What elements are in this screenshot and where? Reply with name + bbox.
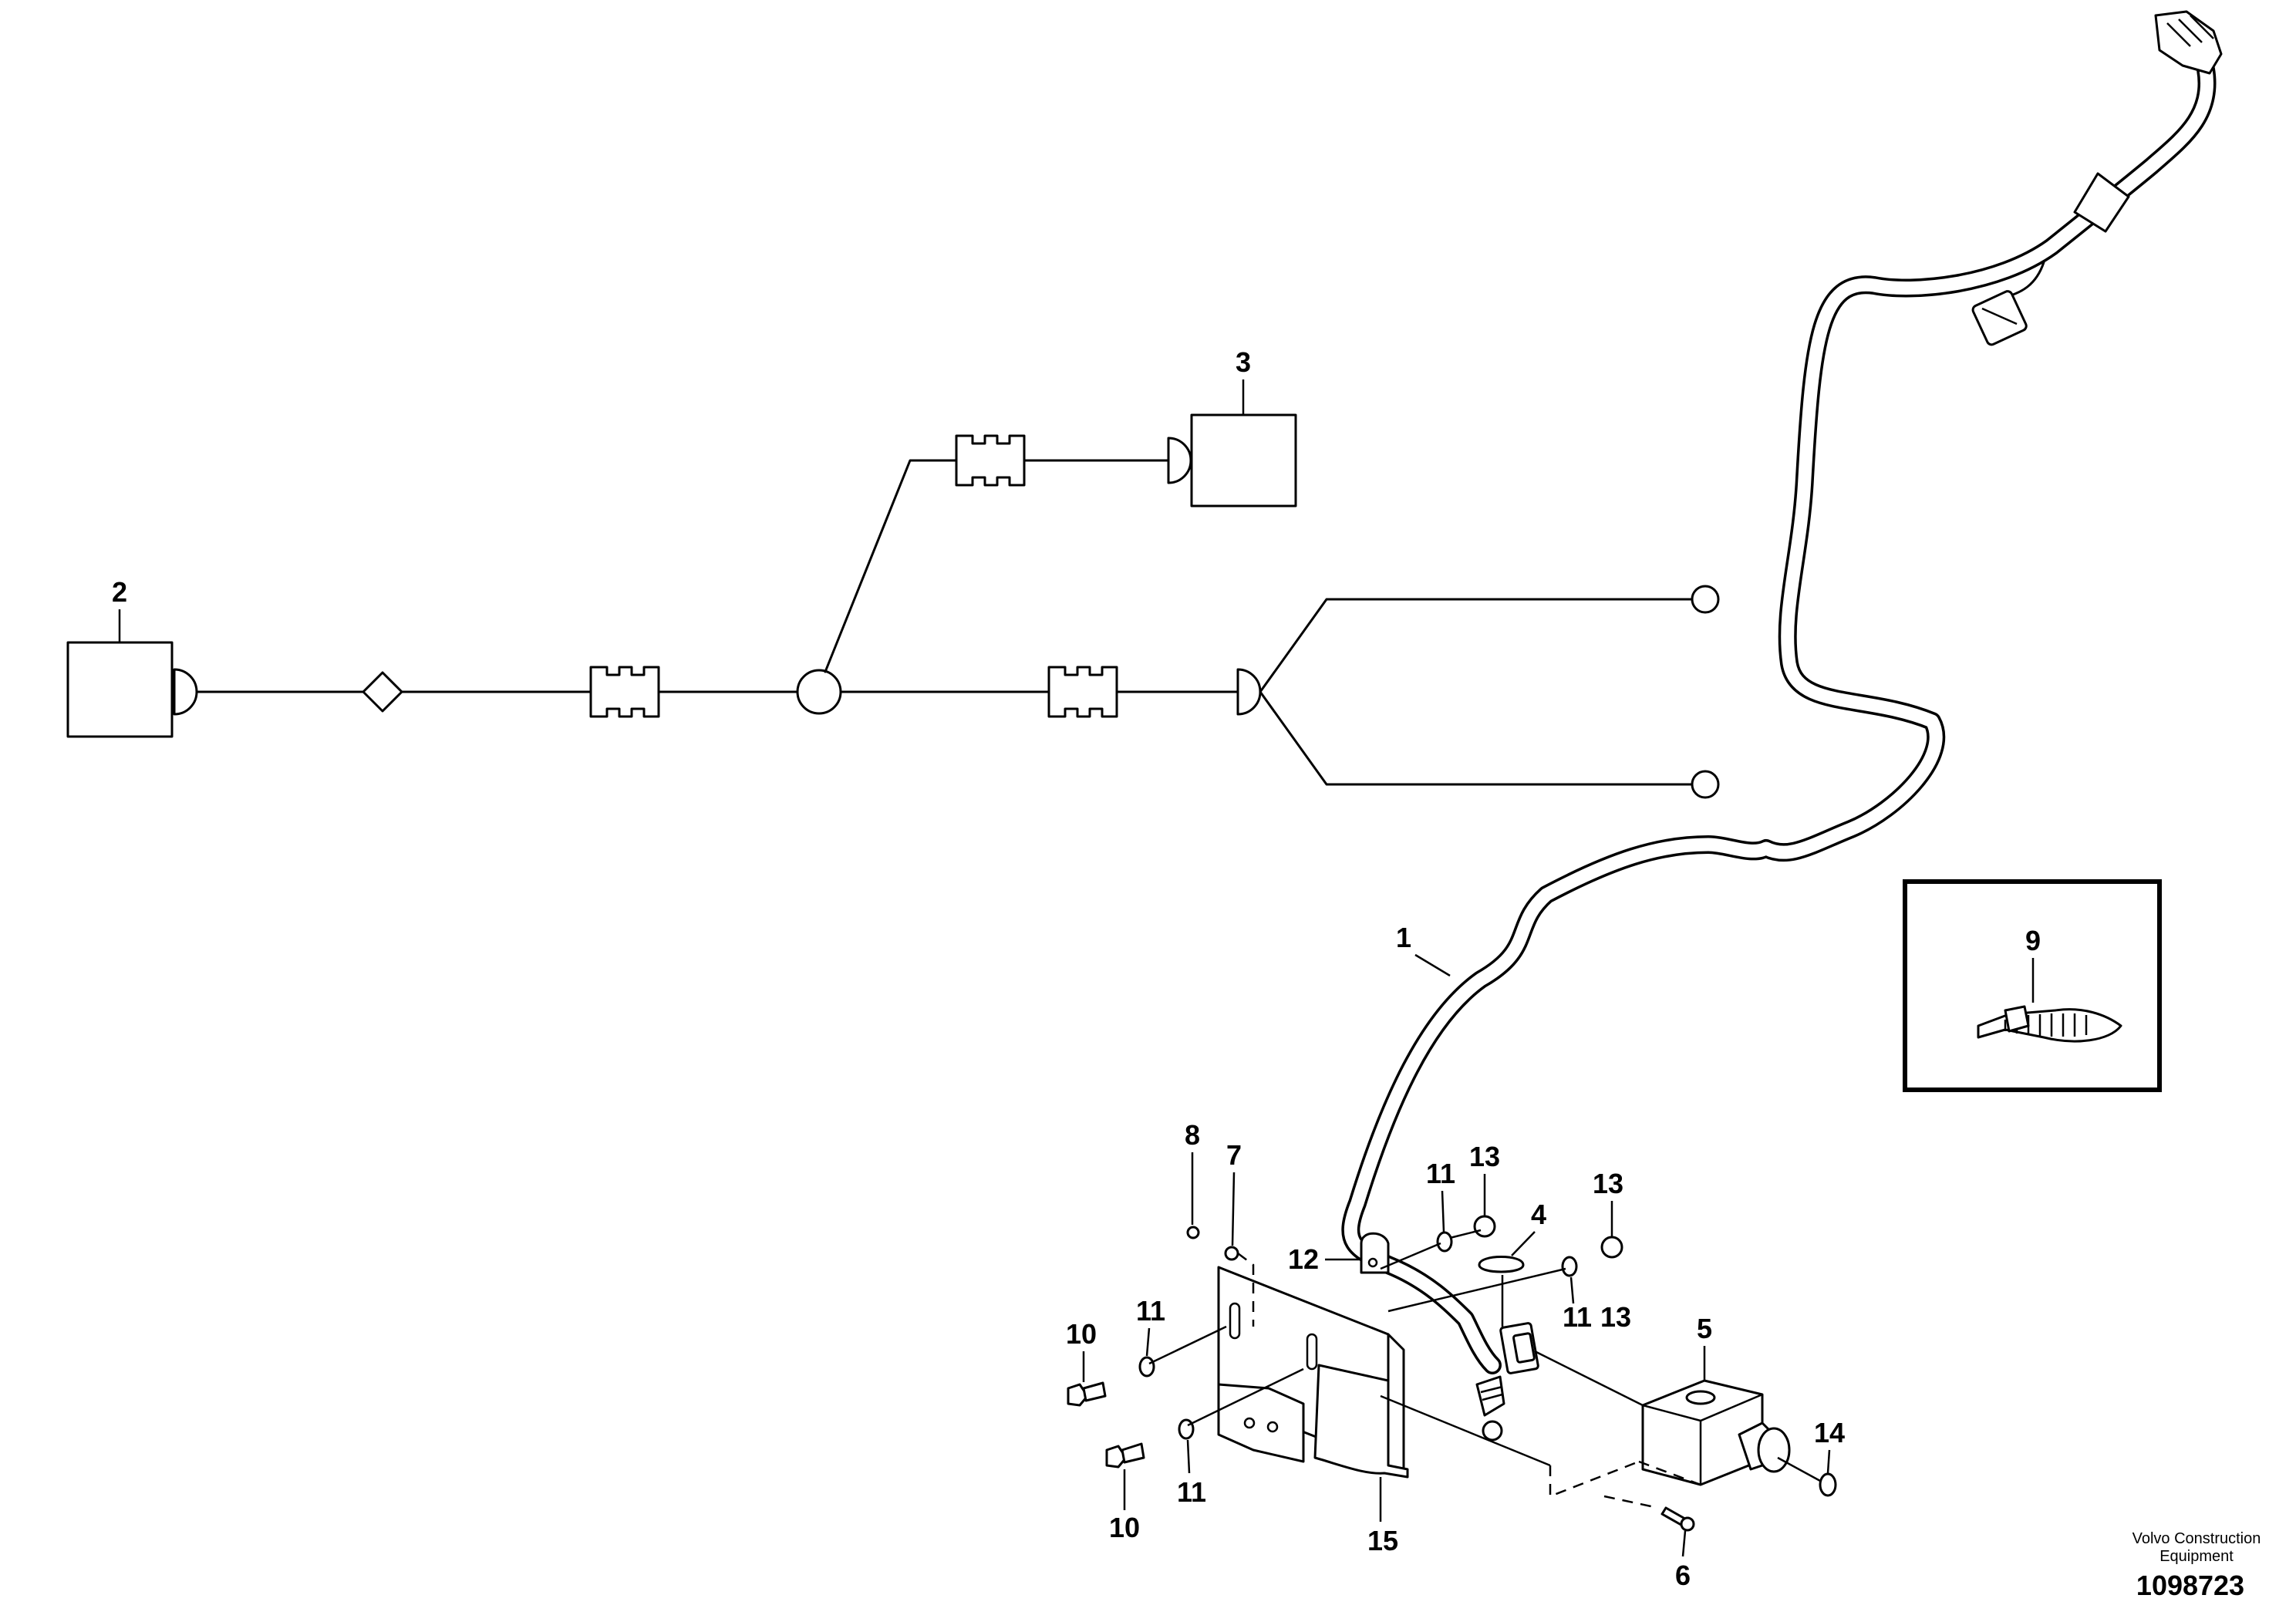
brand-name-line2: Equipment <box>2159 1548 2234 1565</box>
callout-4: 4 <box>1531 1199 1546 1230</box>
washer-11d <box>1561 1256 1578 1277</box>
callout-11-right: 11 <box>1563 1301 1592 1333</box>
callout-10-upper: 10 <box>1066 1318 1097 1350</box>
nut <box>1478 1256 1525 1273</box>
plug-connector-2 <box>173 668 198 716</box>
control-unit-box <box>66 641 174 738</box>
callout-7: 7 <box>1226 1139 1242 1171</box>
callout-6: 6 <box>1675 1560 1691 1591</box>
terminal-circle-upper <box>1691 585 1720 614</box>
bracket-flange <box>1313 1364 1409 1479</box>
drawing-number: 1098723 <box>2136 1570 2244 1601</box>
nut-13a <box>1473 1215 1496 1238</box>
callout-13-right: 13 <box>1593 1168 1623 1199</box>
callout-12: 12 <box>1288 1243 1319 1275</box>
brand-name-line1: Volvo Construction <box>2132 1530 2261 1547</box>
bracket-lower-tab <box>1217 1383 1305 1463</box>
washer-11c <box>1436 1231 1453 1253</box>
inline-connector-right <box>1047 666 1118 718</box>
callout-5: 5 <box>1697 1313 1712 1344</box>
bolt-10a <box>1067 1381 1107 1407</box>
terminal-circle-lower <box>1691 770 1720 799</box>
screw-8 <box>1186 1226 1200 1239</box>
washer-11a <box>1138 1356 1155 1378</box>
switch-connector <box>1475 1322 1539 1442</box>
callout-3: 3 <box>1236 346 1251 378</box>
fork-line-upper <box>1259 598 1694 693</box>
bracket-assembly <box>1067 1215 1837 1532</box>
callout-14: 14 <box>1814 1417 1845 1448</box>
callout-11-lower: 11 <box>1177 1476 1206 1508</box>
callout-8: 8 <box>1185 1119 1200 1151</box>
callout-9: 9 <box>2025 925 2041 956</box>
plug-connector-end <box>1236 668 1262 716</box>
nut-13b <box>1600 1236 1623 1259</box>
diamond-junction <box>362 671 403 713</box>
callout-11-top: 11 <box>1426 1158 1455 1189</box>
branch-line-upper <box>824 459 1170 673</box>
inline-connector-upper <box>955 434 1026 487</box>
p-clamp <box>1360 1232 1390 1274</box>
fork-line-lower <box>1259 690 1694 786</box>
callout-1: 1 <box>1396 922 1411 953</box>
callout-10-lower: 10 <box>1109 1512 1140 1543</box>
cable-sleeve <box>2073 172 2130 233</box>
sensor-box <box>1190 413 1297 508</box>
callout-11-left: 11 <box>1136 1295 1165 1327</box>
washer-7 <box>1224 1246 1239 1261</box>
harness-schematic <box>66 413 1720 799</box>
inline-connector-left <box>589 666 660 718</box>
relay-box <box>1641 1379 1791 1486</box>
cable-harness <box>1341 10 2223 1374</box>
callout-13-right-b: 13 <box>1600 1301 1631 1333</box>
o-ring <box>1819 1472 1837 1497</box>
callout-15: 15 <box>1367 1525 1398 1556</box>
bolt-10b <box>1105 1442 1145 1469</box>
harness-branch-connector <box>1971 261 2045 346</box>
callout-13-top: 13 <box>1469 1141 1500 1172</box>
harness-end-connector <box>2154 10 2223 75</box>
splice-circle <box>796 669 842 715</box>
plug-connector-3 <box>1167 437 1192 484</box>
callout-2: 2 <box>112 576 127 608</box>
